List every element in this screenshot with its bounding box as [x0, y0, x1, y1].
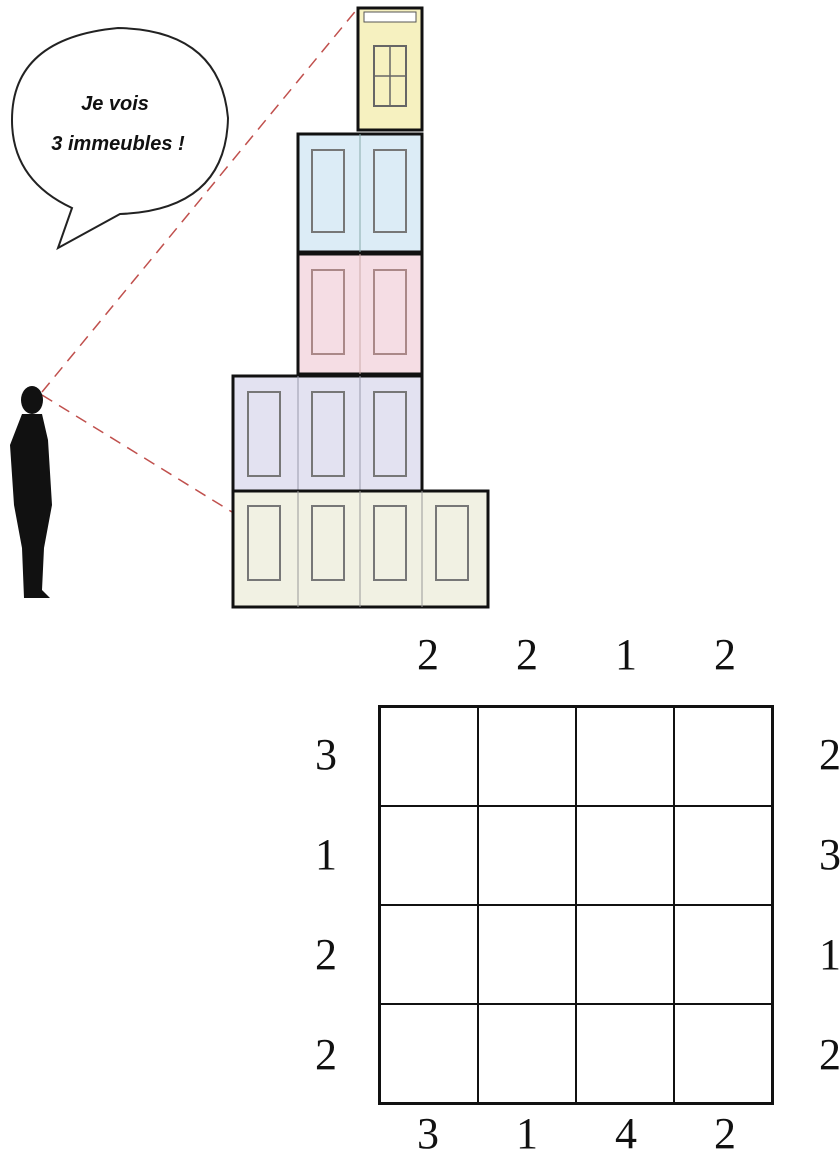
grid-cell-r4c2[interactable] — [478, 1004, 576, 1103]
clue-left-1: 3 — [296, 730, 356, 780]
speech-bubble: Je vois 3 immeubles ! — [12, 28, 228, 248]
clue-bottom-2: 1 — [497, 1109, 557, 1159]
clue-top-3: 1 — [596, 630, 656, 680]
clue-left-4: 2 — [296, 1030, 356, 1080]
puzzle-grid — [378, 705, 774, 1105]
bubble-line-2: 3 immeubles ! — [51, 133, 185, 155]
grid-cell-r3c2[interactable] — [478, 905, 576, 1004]
clue-bottom-3: 4 — [596, 1109, 656, 1159]
clue-left-3: 2 — [296, 930, 356, 980]
clue-right-4: 2 — [800, 1030, 840, 1080]
grid-cell-r3c3[interactable] — [576, 905, 674, 1004]
clue-top-4: 2 — [695, 630, 755, 680]
clue-bottom-4: 2 — [695, 1109, 755, 1159]
clue-bottom-1: 3 — [398, 1109, 458, 1159]
grid-cell-r3c4[interactable] — [674, 905, 772, 1004]
skyscraper-puzzle: 2 2 1 2 3 1 2 2 2 3 1 2 3 1 4 2 — [300, 625, 840, 1159]
grid-cell-r2c3[interactable] — [576, 806, 674, 905]
grid-cell-r1c3[interactable] — [576, 707, 674, 806]
grid-cell-r4c4[interactable] — [674, 1004, 772, 1103]
clue-right-1: 2 — [800, 730, 840, 780]
clue-right-3: 1 — [800, 930, 840, 980]
illustration: Je vois 3 immeubles ! — [0, 0, 840, 620]
grid-cell-r1c2[interactable] — [478, 707, 576, 806]
grid-cell-r3c1[interactable] — [380, 905, 478, 1004]
clue-left-2: 1 — [296, 830, 356, 880]
grid-cell-r2c1[interactable] — [380, 806, 478, 905]
grid-cell-r1c1[interactable] — [380, 707, 478, 806]
grid-cell-r2c4[interactable] — [674, 806, 772, 905]
grid-cell-r2c2[interactable] — [478, 806, 576, 905]
clue-right-2: 3 — [800, 830, 840, 880]
grid-cell-r4c3[interactable] — [576, 1004, 674, 1103]
clue-top-1: 2 — [398, 630, 458, 680]
clue-top-2: 2 — [497, 630, 557, 680]
building-stack — [233, 8, 488, 607]
bubble-line-1: Je vois — [81, 93, 149, 115]
grid-cell-r4c1[interactable] — [380, 1004, 478, 1103]
grid-cell-r1c4[interactable] — [674, 707, 772, 806]
observer-silhouette — [10, 386, 52, 598]
